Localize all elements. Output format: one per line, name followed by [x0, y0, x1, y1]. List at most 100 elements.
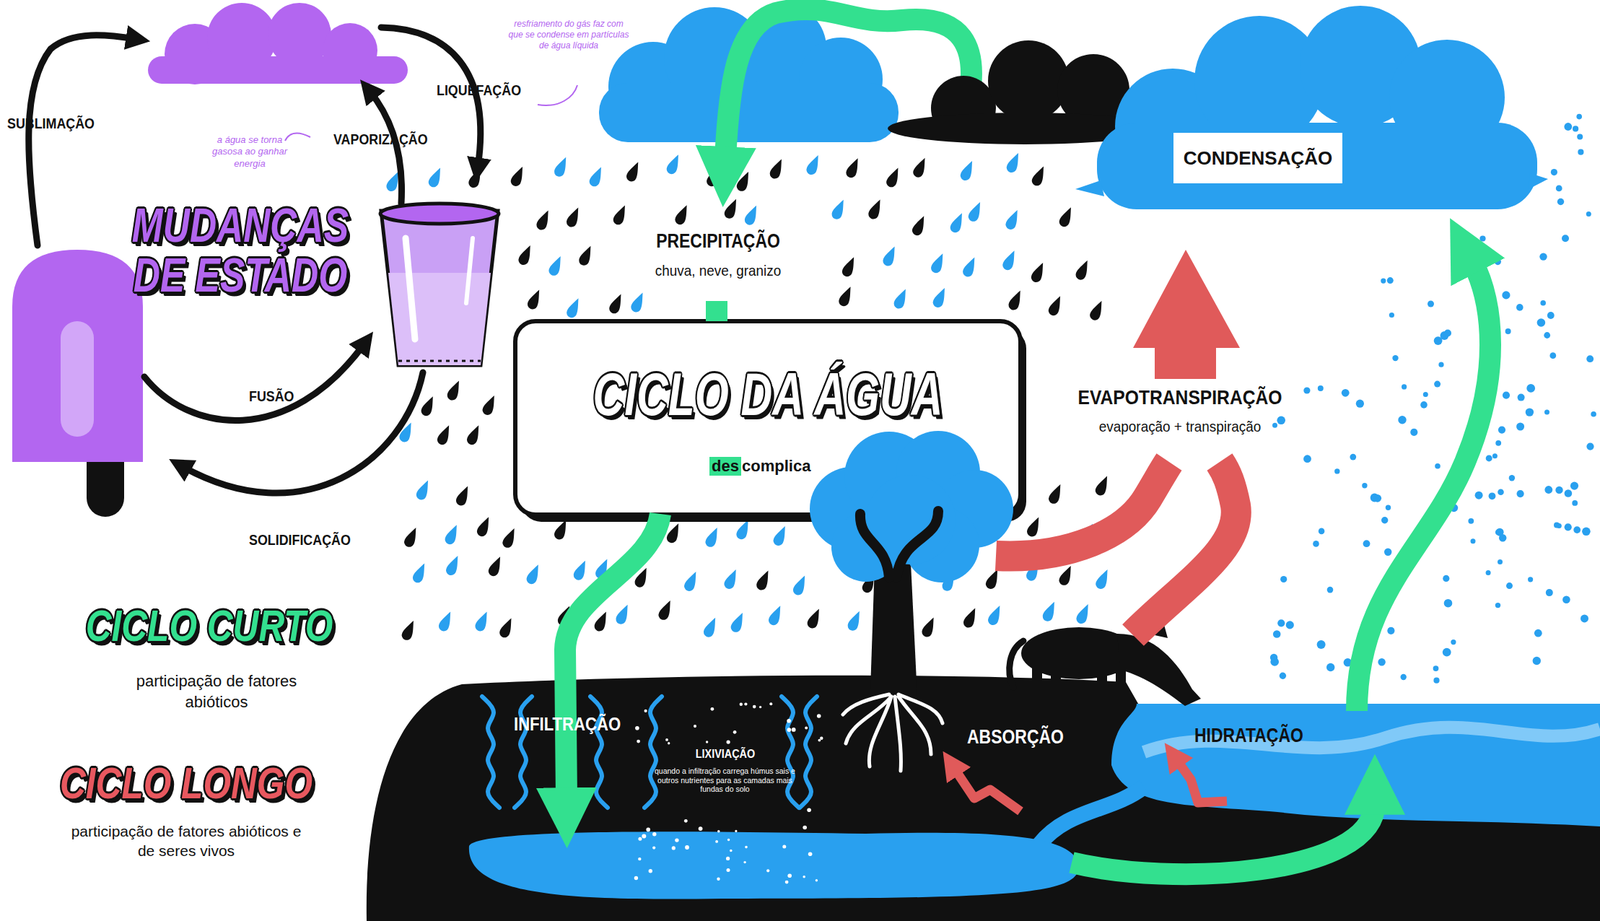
tree-roots	[842, 694, 943, 771]
rain-drop	[592, 609, 611, 633]
tree-trunk	[869, 562, 918, 711]
rain-drop	[1040, 599, 1059, 623]
mist-dot	[1387, 627, 1395, 635]
state-change-label: SUBLIMAÇÃO	[7, 114, 112, 133]
rain-drop	[473, 609, 492, 633]
mist-dot	[1557, 198, 1564, 205]
mist-dot	[1544, 485, 1553, 494]
mist-dot	[1370, 493, 1380, 503]
mist-dot	[1397, 415, 1406, 424]
cloud-base	[147, 56, 408, 84]
glass-body	[381, 210, 498, 366]
leaching-speck	[802, 875, 806, 879]
hydration-arrow	[1176, 759, 1227, 803]
leaching-speck	[727, 838, 730, 841]
rain-drop	[480, 393, 499, 417]
rain-drop	[454, 484, 473, 508]
cycle-description: participação de fatores abióticos	[122, 671, 311, 713]
mist-dot	[1389, 312, 1395, 318]
mist-dot	[1349, 453, 1357, 461]
infiltration-line	[781, 696, 799, 808]
groundwater	[469, 831, 1079, 899]
rain-drop	[791, 573, 810, 597]
mist-dot	[1318, 528, 1326, 535]
mist-dot	[1410, 428, 1418, 436]
mist-dot	[1537, 318, 1546, 327]
process-label: INFILTRAÇÃO	[513, 713, 649, 736]
mist-dot	[1526, 383, 1536, 393]
rain-drop	[534, 208, 553, 232]
leaching-speck	[665, 738, 669, 742]
leaching-speck	[733, 730, 737, 734]
rain-drop	[1093, 474, 1112, 498]
leaching-speck	[806, 808, 812, 813]
leaching-speck	[641, 833, 646, 838]
leaching-speck	[652, 846, 656, 850]
mist-dot	[1494, 258, 1502, 265]
process-label: ABSORÇÃO	[967, 725, 1078, 749]
mist-dot	[1516, 303, 1524, 312]
flow-bands	[565, 261, 1491, 874]
mist-dot	[1380, 278, 1386, 284]
leaching-speck	[637, 857, 641, 861]
glass-shine	[466, 238, 473, 304]
rain-drop	[881, 244, 900, 268]
leaching-speck	[635, 726, 640, 731]
mist-dot	[1440, 331, 1450, 340]
rain-drop	[486, 554, 505, 578]
rain-drop	[402, 525, 421, 549]
sea	[1111, 703, 1600, 827]
rain-drop	[587, 164, 606, 188]
leaching-speck	[766, 868, 770, 872]
mist-dot	[1506, 582, 1513, 589]
mist-dot	[1420, 401, 1428, 409]
mist-dot	[1576, 134, 1583, 141]
rain-drop	[840, 254, 859, 278]
leaching-speck	[786, 718, 791, 724]
rain-drop	[1057, 204, 1076, 229]
cloud-tip	[1075, 180, 1105, 197]
mist-dot	[1555, 185, 1563, 192]
mist-dot	[1555, 486, 1563, 494]
rain-drop	[1088, 298, 1107, 322]
cloud-base	[1096, 122, 1538, 210]
flow-band	[1356, 261, 1491, 711]
rain-drop	[1094, 567, 1113, 591]
process-label: HIDRATAÇÃO	[1194, 723, 1318, 747]
mist-dot	[1442, 648, 1452, 657]
mist-dot	[1547, 311, 1555, 319]
rain-drop	[1006, 288, 1025, 312]
mist-dot	[1400, 674, 1407, 680]
rain-drop	[734, 169, 753, 193]
leaching-speck	[819, 736, 823, 740]
process-label: PRECIPITAÇÃO	[626, 229, 811, 253]
mist-dot	[1303, 454, 1312, 463]
rain-drop	[1057, 563, 1076, 587]
mist-dot	[1505, 328, 1512, 335]
ground	[366, 675, 1600, 921]
process-label: LIXIVIAÇÃO	[666, 746, 784, 761]
mist-dot	[1286, 620, 1295, 629]
mist-dot	[1361, 482, 1367, 488]
rain-drop	[508, 164, 527, 188]
rain-drop	[767, 157, 786, 181]
mist-dot	[1392, 355, 1398, 361]
rain-drop	[437, 609, 456, 633]
rain-drop	[614, 602, 633, 626]
mist-dot	[1497, 559, 1503, 565]
popsicle-ice	[12, 249, 143, 462]
leaching-speck	[729, 849, 733, 853]
rain-drop	[444, 553, 463, 577]
rain-drop	[571, 558, 590, 582]
mist-dot	[1502, 391, 1510, 400]
cloud-base	[599, 82, 899, 143]
process-label: EVAPOTRANSPIRAÇÃO	[1052, 385, 1307, 410]
mist-dot	[1363, 539, 1371, 548]
mist-dot	[1317, 640, 1326, 649]
rain-drop	[475, 514, 494, 538]
leaching-speck	[726, 740, 731, 745]
mist-dot	[1433, 677, 1440, 684]
process-detail: chuva, neve, granizo	[620, 261, 816, 280]
mist-dot	[1573, 526, 1581, 534]
